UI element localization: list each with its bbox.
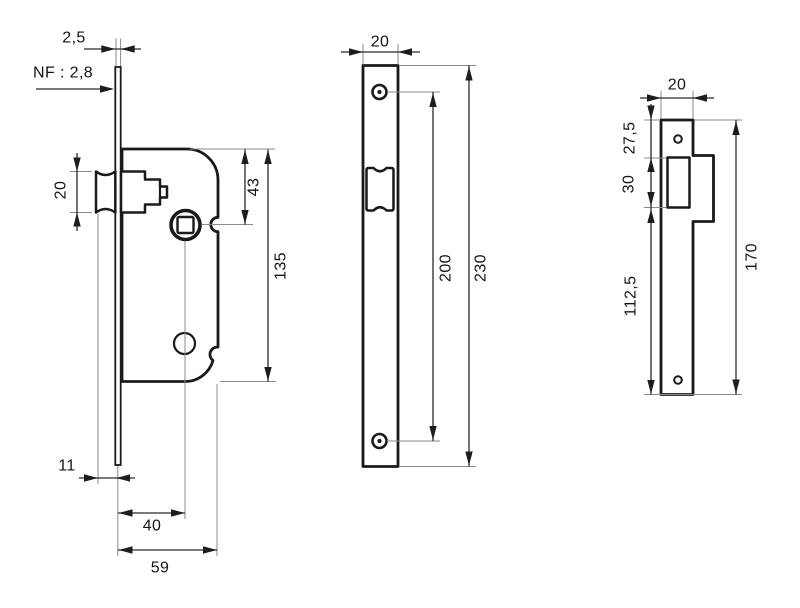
dim-arrowhead <box>465 451 473 466</box>
side-view: 2,5 NF : 2,8 20 43 135 11 40 59 <box>33 30 290 577</box>
dim-arrowhead <box>647 209 655 223</box>
leader-arrowhead <box>100 85 114 93</box>
side-view-labels: 2,5 NF : 2,8 20 43 135 11 40 59 <box>33 30 290 577</box>
strike-lower-length-label: 112,5 <box>623 276 640 317</box>
axle-from-top-label: 43 <box>246 178 263 197</box>
latch-projection-label: 11 <box>58 458 75 475</box>
dim-arrowhead <box>647 192 655 206</box>
faceplate-length-label: 230 <box>473 254 490 282</box>
faceplate-labels: 20 200 230 <box>371 34 490 282</box>
dim-arrowhead <box>349 48 363 56</box>
faceplate-view: 20 200 230 <box>341 34 490 468</box>
faceplate-screw-center-top <box>377 89 382 95</box>
dim-arrowhead <box>118 546 133 554</box>
faceplate-screw-center-bottom <box>377 438 382 444</box>
dim-arrowhead <box>118 509 133 517</box>
screw-spacing-label: 200 <box>438 254 455 282</box>
dim-arrowhead <box>398 48 412 56</box>
strike-labels: 20 27,5 30 112,5 170 <box>621 77 761 317</box>
latch-height-label: 20 <box>53 181 70 200</box>
latch-bolt-stem <box>119 170 169 214</box>
strike-top-offset-label: 27,5 <box>622 122 639 155</box>
faceplate-thickness-label: 2,5 <box>62 30 85 47</box>
faceplate-latch-opening <box>365 166 395 212</box>
strike-screw-hole-top <box>673 134 683 144</box>
dim-arrowhead <box>647 380 655 394</box>
strike-plate-view: 20 27,5 30 112,5 170 <box>621 77 761 396</box>
dim-arrowhead <box>241 210 249 224</box>
strike-length-label: 170 <box>744 243 761 271</box>
dim-arrowhead <box>73 157 81 172</box>
dim-arrowhead <box>101 45 116 53</box>
faceplate-width-label: 20 <box>371 34 390 51</box>
dim-arrowhead <box>171 509 185 517</box>
dim-arrowhead <box>429 426 437 440</box>
nf-standard-label: NF : 2,8 <box>33 65 93 82</box>
case-height-label: 135 <box>273 252 290 280</box>
strike-latch-opening <box>666 156 691 209</box>
dim-arrowhead <box>264 150 272 164</box>
dim-arrowhead <box>84 474 98 482</box>
dim-arrowhead <box>241 150 249 164</box>
case-depth-label: 59 <box>151 560 170 577</box>
strike-opening-height-label: 30 <box>621 175 638 194</box>
strike-width-label: 20 <box>668 77 687 94</box>
dim-arrowhead <box>203 546 217 554</box>
faceplate-outline <box>361 64 400 468</box>
backset-label: 40 <box>143 518 162 535</box>
latch-bolt-head <box>94 170 117 214</box>
dim-arrowhead <box>465 66 473 81</box>
dim-arrowhead <box>429 93 437 107</box>
dim-arrowhead <box>647 94 661 102</box>
dim-arrowhead <box>693 94 707 102</box>
dim-arrowhead <box>120 45 135 53</box>
dim-arrowhead <box>732 379 740 394</box>
dim-arrowhead <box>647 158 655 172</box>
strike-extension-lines <box>644 90 742 395</box>
dim-arrowhead <box>73 212 81 227</box>
dim-arrowhead <box>264 367 272 381</box>
side-view-extension-lines <box>70 38 276 556</box>
faceplate-extension-lines <box>362 44 476 467</box>
dim-arrowhead <box>647 105 655 120</box>
strike-screw-hole-bottom <box>673 375 683 385</box>
dim-arrowhead <box>732 121 740 135</box>
faceplate-side-profile <box>114 66 122 466</box>
spindle-square-hole <box>176 215 195 235</box>
